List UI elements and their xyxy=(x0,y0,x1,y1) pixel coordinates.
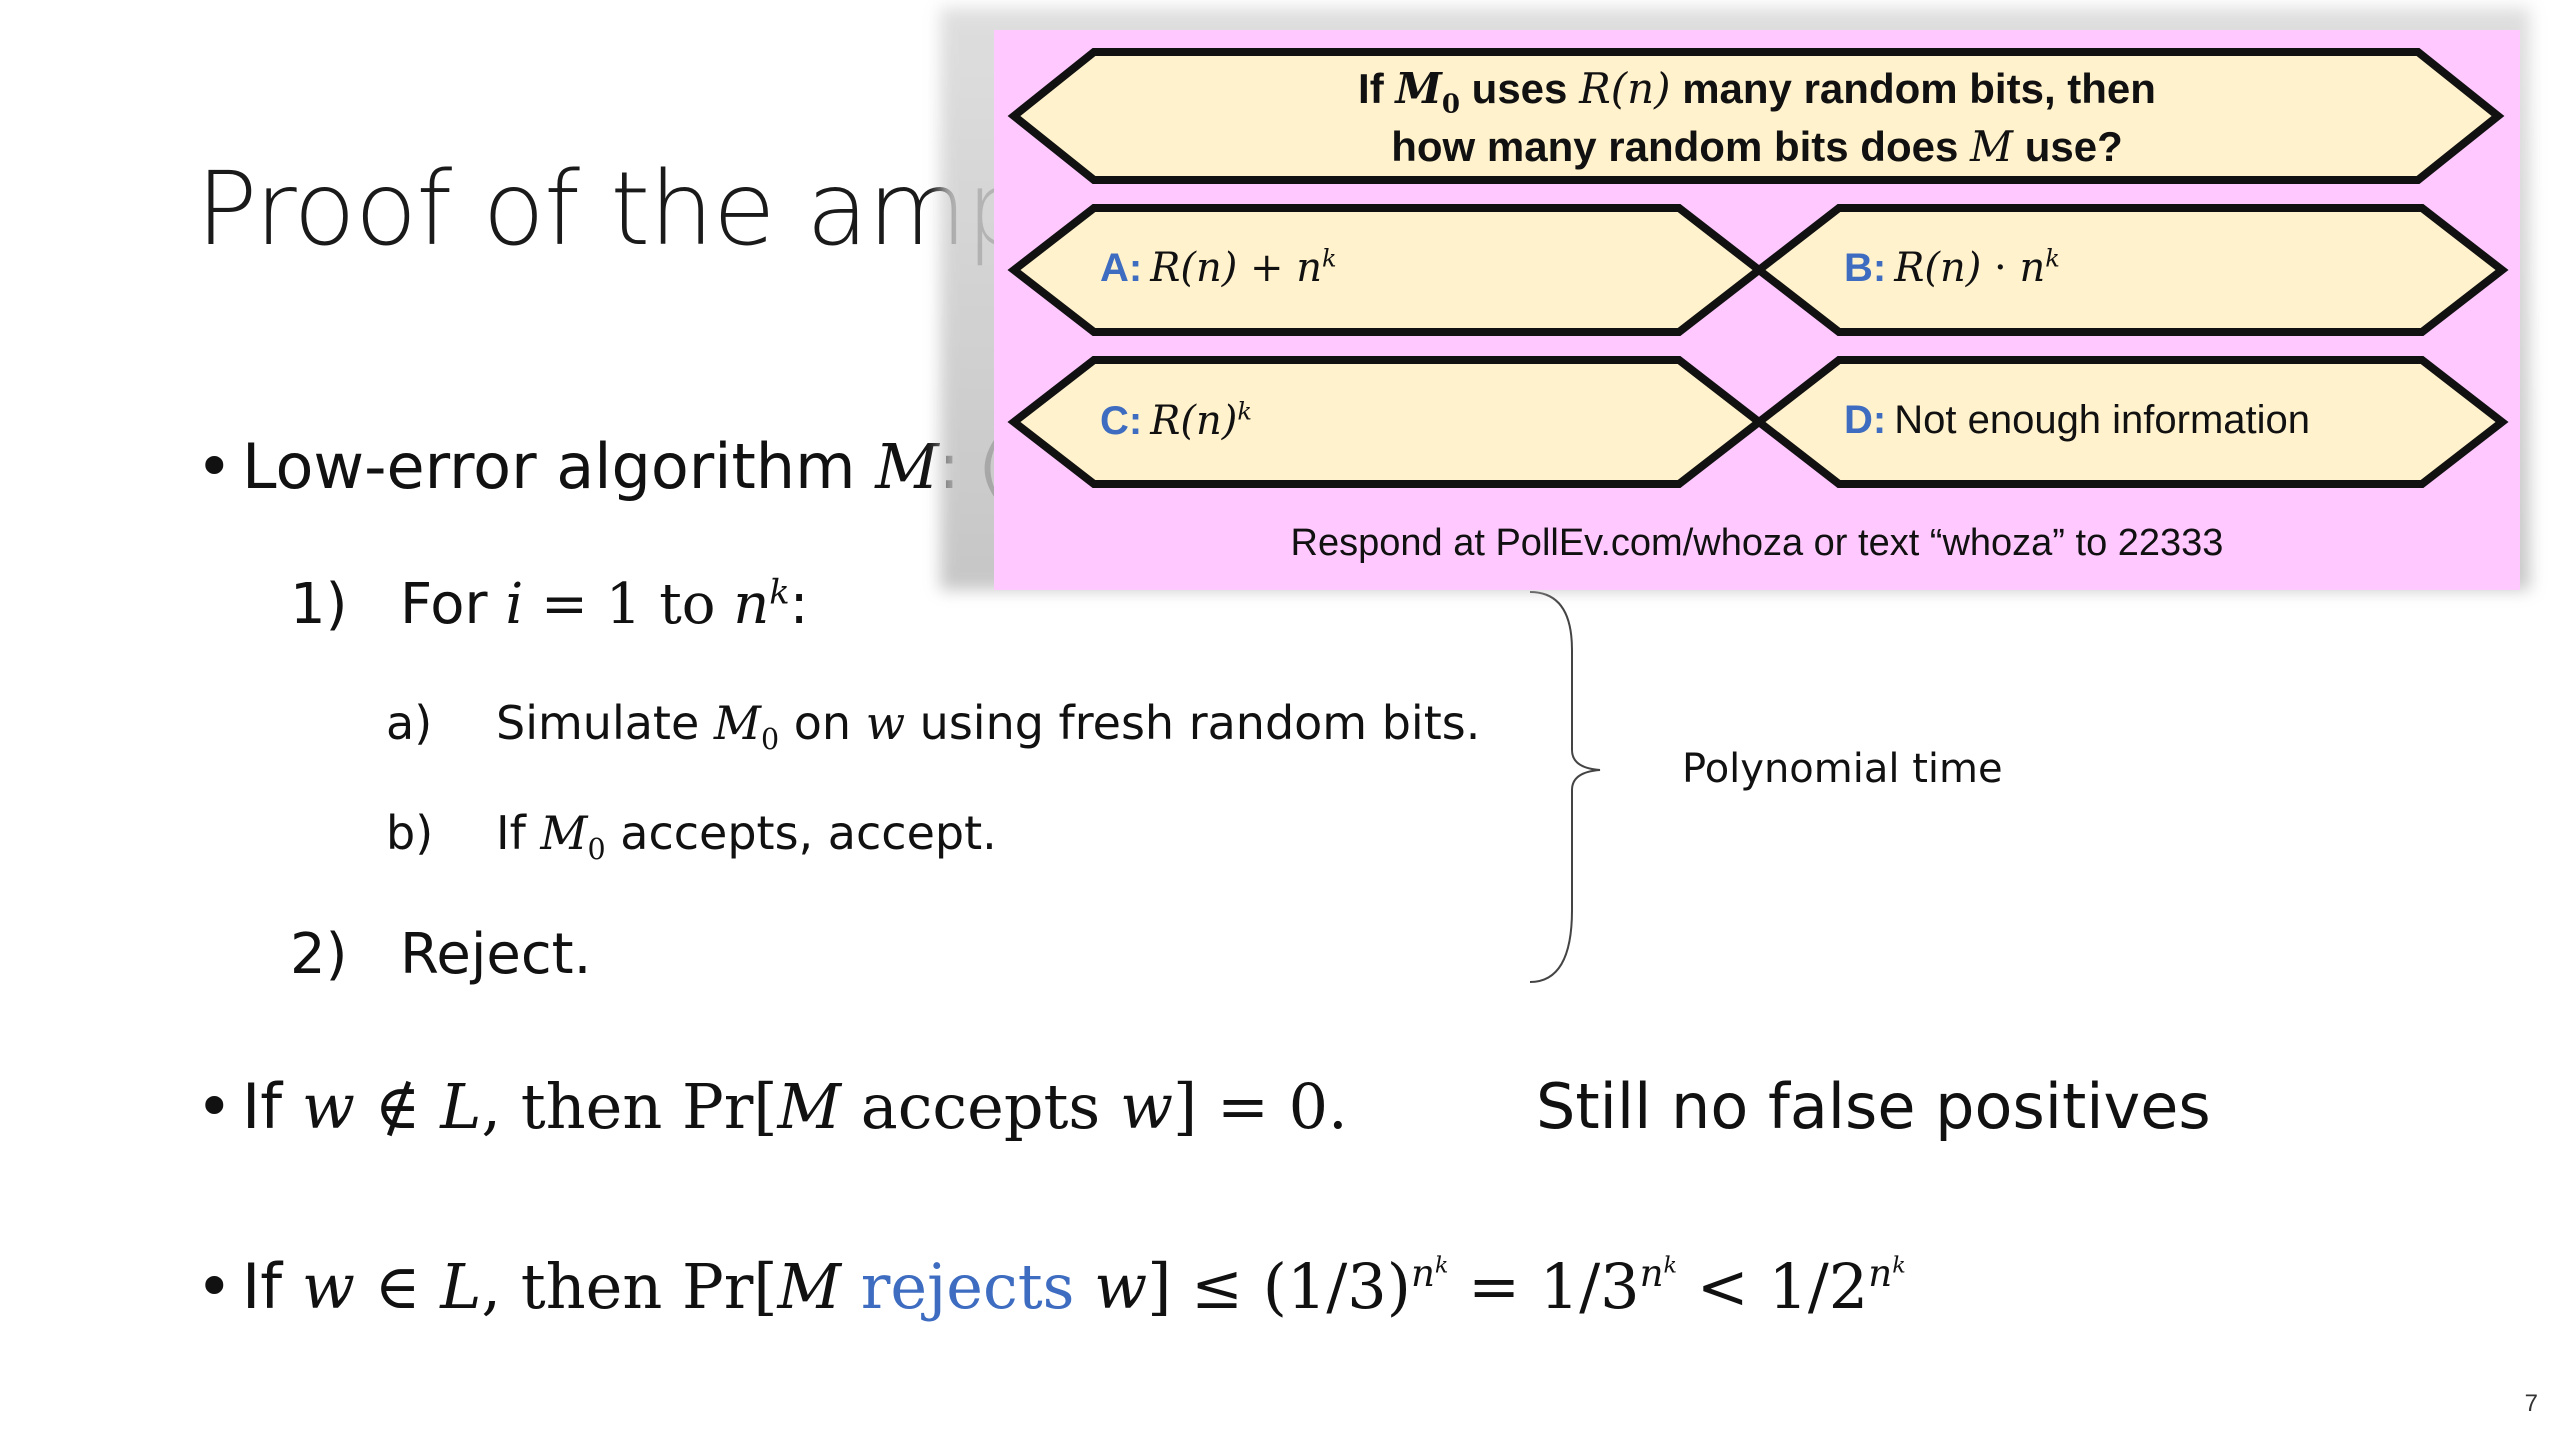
poll-hexagons xyxy=(1007,48,2509,488)
poll-question-line2: how many random bits does M use? xyxy=(1391,122,2123,171)
option-d-hexagon xyxy=(1752,356,2509,488)
page-number: 7 xyxy=(2524,1390,2538,1417)
step-1: 1)For i = 1 to nk: xyxy=(290,572,809,637)
step-2: 2)Reject. xyxy=(290,922,592,987)
option-a-hexagon xyxy=(1007,204,1766,336)
curly-brace-icon xyxy=(1530,591,1601,983)
poll-panel: If M0 uses R(n) many random bits, then h… xyxy=(994,30,2520,590)
poll-option-d[interactable]: D:Not enough information xyxy=(1844,398,2311,442)
option-c-hexagon xyxy=(1007,356,1766,488)
poll-respond-instructions: Respond at PollEv.com/whoza or text “who… xyxy=(1290,522,2224,564)
option-b-hexagon xyxy=(1752,204,2509,336)
question-hexagon xyxy=(1007,48,2505,184)
step-1b: b)If M0 accepts, accept. xyxy=(386,806,997,867)
poll-option-a[interactable]: A:R(n) + nk xyxy=(1100,244,1337,291)
poll-option-c[interactable]: C:R(n)k xyxy=(1100,397,1252,444)
rejects-highlight: rejects xyxy=(860,1250,1075,1323)
bullet-low-error: •Low-error algorithm M: ( xyxy=(196,430,1003,503)
bullet-w-in-L: •If w ∈ L, then Pr[M rejects w] ≤ (1/3)n… xyxy=(196,1250,1906,1323)
polynomial-time-note: Polynomial time xyxy=(1682,746,2003,792)
no-false-positives-note: Still no false positives xyxy=(1536,1070,2211,1143)
slide-title: Proof of the amp xyxy=(196,150,1031,269)
step-1a: a)Simulate M0 on w using fresh random bi… xyxy=(386,696,1481,757)
poll-option-b[interactable]: B:R(n) · nk xyxy=(1844,244,2060,291)
poll-question-line1: If M0 uses R(n) many random bits, then xyxy=(1358,64,2156,120)
bullet-w-not-in-L: •If w ∉ L, then Pr[M accepts w] = 0. xyxy=(196,1070,1348,1143)
